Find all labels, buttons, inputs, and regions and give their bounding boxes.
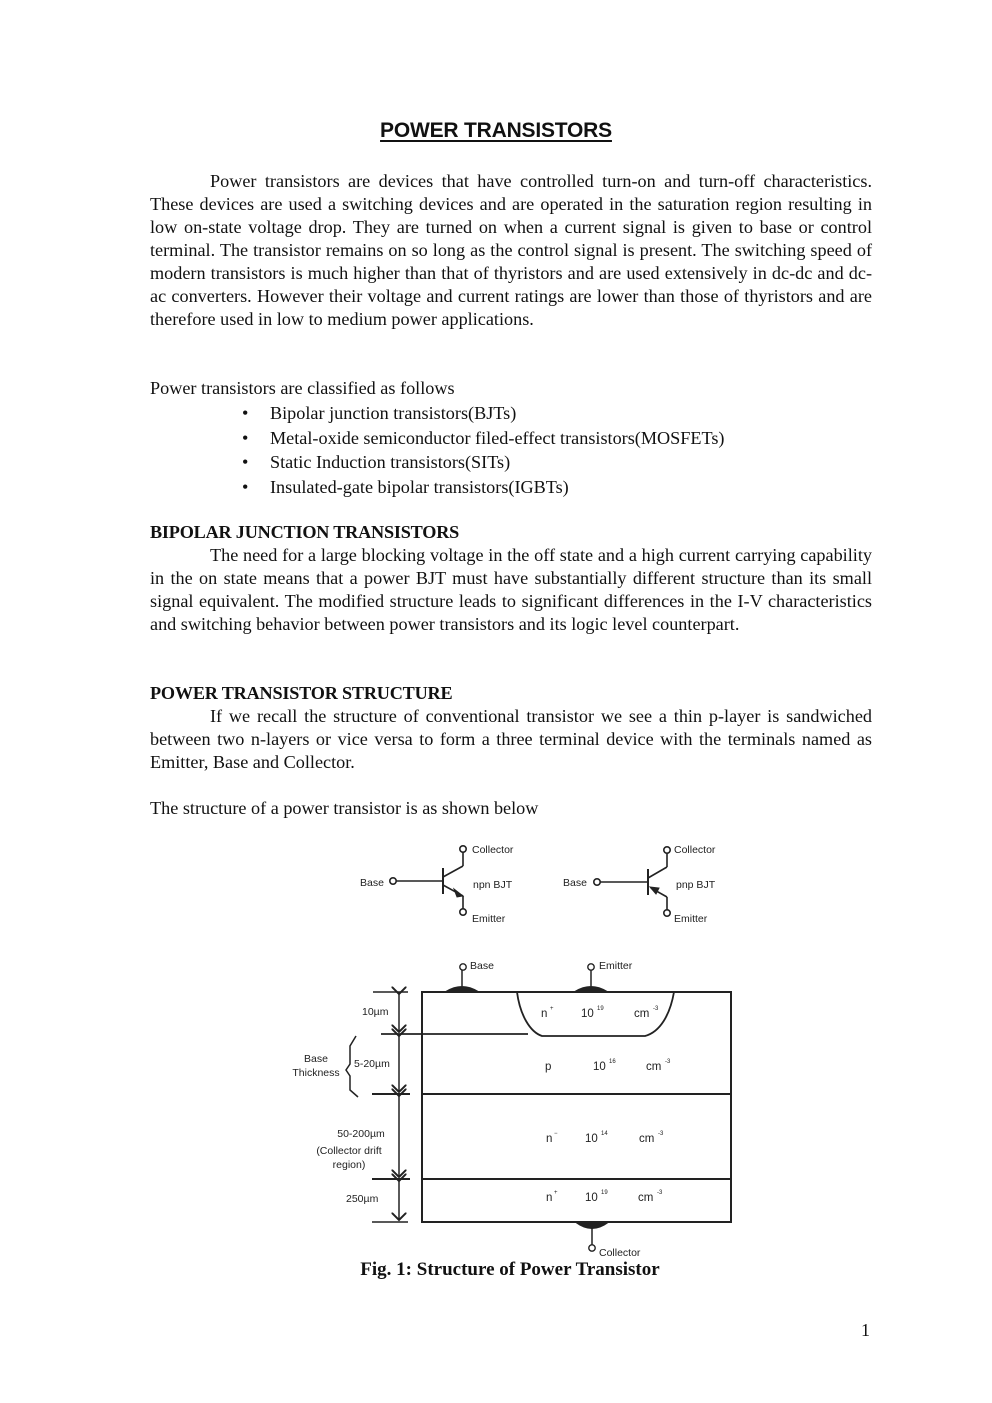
- pnp-collector-label: Collector: [674, 844, 716, 856]
- layer-emitter-doping: n + 10 19 cm -3: [541, 1006, 659, 1020]
- base-thickness-value: 5-20µm: [354, 1058, 390, 1070]
- substrate-thickness-label: 250µm: [346, 1193, 379, 1205]
- svg-text:19: 19: [597, 1006, 604, 1012]
- svg-text:10: 10: [585, 1133, 598, 1145]
- svg-text:+: +: [550, 1006, 554, 1012]
- structure-emitter-label: Emitter: [599, 960, 633, 972]
- svg-text:10: 10: [581, 1008, 594, 1020]
- intro-paragraph: Power transistors are devices that have …: [150, 171, 872, 329]
- section-body-bjt: The need for a large blocking voltage in…: [150, 545, 872, 634]
- svg-text:+: +: [554, 1190, 558, 1196]
- section-heading-structure: POWER TRANSISTOR STRUCTURE: [150, 683, 453, 703]
- svg-text:-3: -3: [665, 1059, 671, 1065]
- pnp-base-label: Base: [563, 877, 587, 889]
- list-item: •Static Induction transistors(SITs): [242, 452, 511, 473]
- section-body-structure: If we recall the structure of convention…: [150, 706, 872, 772]
- list-item: •Insulated-gate bipolar transistors(IGBT…: [242, 477, 569, 498]
- page-title: POWER TRANSISTORS: [380, 119, 612, 142]
- svg-text:-3: -3: [657, 1190, 663, 1196]
- transistor-structure-cross-section: [381, 970, 732, 1245]
- svg-text:cm: cm: [639, 1133, 654, 1145]
- npn-collector-label: Collector: [472, 844, 514, 856]
- emitter-thickness-label: 10µm: [362, 1006, 389, 1018]
- list-item: •Metal-oxide semiconductor filed-effect …: [242, 427, 725, 448]
- svg-text:-3: -3: [653, 1006, 659, 1012]
- layer-substrate-doping: n + 10 19 cm -3: [546, 1190, 663, 1204]
- svg-text:14: 14: [601, 1131, 608, 1137]
- svg-text:n: n: [541, 1008, 547, 1020]
- pnp-type-label: pnp BJT: [676, 879, 716, 891]
- layer-drift-doping: n − 10 14 cm -3: [546, 1131, 664, 1145]
- svg-text:16: 16: [609, 1059, 616, 1065]
- list-item: •Bipolar junction transistors(BJTs): [242, 403, 517, 423]
- svg-text:−: −: [554, 1131, 558, 1137]
- bullet-icon: •: [242, 403, 249, 423]
- svg-text:cm: cm: [646, 1061, 661, 1073]
- svg-text:cm: cm: [634, 1008, 649, 1020]
- base-terminal-icon: [459, 963, 467, 971]
- svg-text:10: 10: [593, 1061, 606, 1073]
- classification-list: •Bipolar junction transistors(BJTs) •Met…: [150, 402, 724, 501]
- figure-caption: Fig. 1: Structure of Power Transistor: [360, 1259, 660, 1280]
- svg-text:19: 19: [601, 1190, 608, 1196]
- svg-text:-3: -3: [658, 1131, 664, 1137]
- base-thickness-label-1: Base: [304, 1053, 328, 1065]
- drift-label-2: region): [333, 1159, 366, 1171]
- bullet-icon: •: [242, 452, 249, 473]
- figure-intro: The structure of a power transistor is a…: [150, 798, 539, 818]
- collector-terminal-icon: [588, 1244, 596, 1252]
- npn-emitter-label: Emitter: [472, 913, 506, 925]
- bullet-icon: •: [242, 477, 249, 498]
- drift-label-1: (Collector drift: [316, 1145, 381, 1157]
- npn-type-label: npn BJT: [473, 879, 513, 891]
- dimension-lines: [345, 992, 410, 1223]
- drift-thickness-value: 50-200µm: [337, 1128, 385, 1140]
- pnp-emitter-label: Emitter: [674, 913, 708, 925]
- svg-text:cm: cm: [638, 1192, 653, 1204]
- page-number: 1: [861, 1320, 870, 1340]
- structure-base-label: Base: [470, 960, 494, 972]
- svg-text:n: n: [546, 1133, 552, 1145]
- npn-transistor-symbol: [388, 844, 467, 916]
- bullet-icon: •: [242, 427, 249, 448]
- svg-text:10: 10: [585, 1192, 598, 1204]
- pnp-transistor-symbol: [592, 845, 671, 917]
- section-heading-bjt: BIPOLAR JUNCTION TRANSISTORS: [150, 522, 460, 542]
- svg-text:p: p: [545, 1061, 551, 1073]
- emitter-terminal-icon: [587, 963, 595, 971]
- base-thickness-label-2: Thickness: [292, 1067, 339, 1079]
- svg-text:n: n: [546, 1192, 552, 1204]
- classification-intro: Power transistors are classified as foll…: [150, 378, 455, 398]
- npn-base-label: Base: [360, 877, 384, 889]
- structure-collector-label: Collector: [599, 1247, 641, 1259]
- layer-base-doping: p 10 16 cm -3: [545, 1059, 671, 1073]
